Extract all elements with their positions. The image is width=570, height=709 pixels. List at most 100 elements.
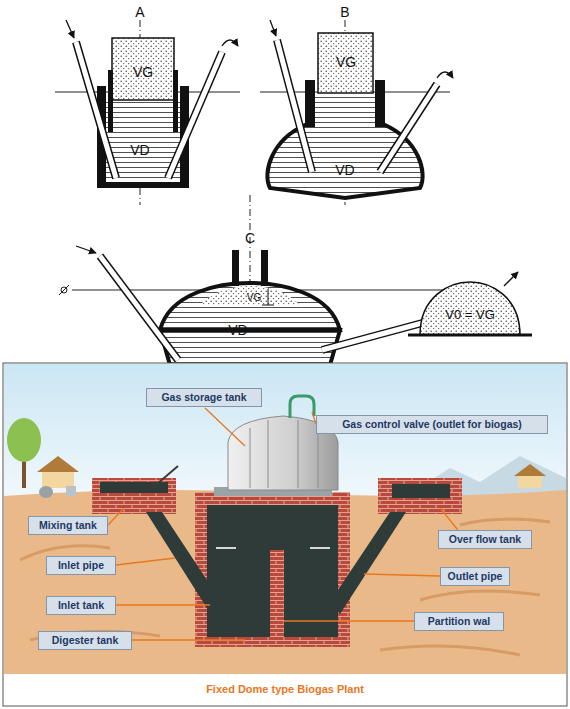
flow-arrow (270, 20, 276, 36)
sketch-label: VG (247, 292, 261, 303)
sketch-label: C (245, 230, 255, 246)
part-label: Partition wal (419, 615, 499, 628)
chimney-wall (232, 250, 239, 286)
inlet-pipe-bore (76, 42, 116, 178)
bucket (66, 486, 76, 496)
part-label: Gas control valve (outlet for biogas) (321, 418, 543, 431)
drum-wall (108, 70, 113, 132)
part-label-box: Mixing tank (28, 516, 108, 535)
leader-line (205, 408, 245, 446)
part-label-box: Gas control valve (outlet for biogas) (316, 415, 548, 434)
part-label: Over flow tank (443, 533, 527, 546)
overflow-tank-wall (378, 478, 462, 514)
flow-arrow (222, 40, 238, 46)
part-label-box: Over flow tank (438, 530, 532, 549)
outlet-pipe-bore (380, 84, 437, 172)
digester-slurry (207, 505, 338, 637)
mixing-tank-wall (92, 478, 176, 514)
ground (4, 490, 566, 674)
inlet-pipe (146, 512, 224, 616)
outlet-pipe (330, 512, 406, 614)
tree-canopy (7, 418, 41, 462)
leader-line (108, 508, 124, 525)
sketch-label: A (135, 4, 144, 20)
neck-wall (375, 80, 385, 127)
inlet-pipe (76, 42, 116, 178)
sketch-b (260, 20, 453, 205)
part-label: Inlet tank (51, 599, 111, 612)
overflow-dome (420, 282, 520, 335)
part-label: Inlet pipe (51, 559, 111, 572)
ground-symbol (59, 285, 69, 295)
sketch-label: B (340, 4, 349, 20)
slurry (315, 93, 375, 129)
outlet-pipe (168, 52, 222, 178)
inlet-pipe-bore (277, 40, 312, 172)
pot (39, 486, 53, 498)
sketch-label: VG (336, 54, 356, 70)
part-label-box: Outlet pipe (440, 567, 510, 586)
leader-line (284, 620, 414, 621)
part-label-box: Partition wal (414, 612, 504, 631)
sketch-label: V0 = VG (445, 307, 495, 322)
outlet-pipe-bore (168, 52, 222, 178)
leader-line (364, 574, 440, 576)
part-label: Outlet pipe (445, 570, 505, 583)
hut-roof (37, 456, 79, 472)
partition-wall (270, 550, 284, 637)
biogas-plant-panel (3, 363, 567, 706)
flow-arrow (66, 20, 74, 38)
dome-ribs (250, 420, 318, 488)
leader-line (440, 508, 458, 530)
sketch-label: VD (335, 162, 354, 178)
chimney-wall (261, 250, 268, 286)
leader-line (116, 558, 175, 565)
ledge (310, 547, 330, 549)
leader-line (132, 639, 245, 640)
sketch-a (55, 20, 240, 205)
sky (4, 364, 566, 504)
flow-arrow (437, 72, 453, 78)
gas-pipe (290, 396, 314, 418)
gas-space (200, 286, 300, 305)
neck-wall (305, 80, 315, 127)
gas-drum (318, 33, 373, 93)
pit-floor (97, 182, 189, 188)
stirrer (150, 466, 178, 490)
hut-roof (514, 464, 546, 476)
part-label-box: Inlet pipe (46, 556, 116, 575)
outlet-pipe (380, 84, 437, 172)
part-label-box: Digester tank (38, 631, 132, 650)
sketch-label: VG (133, 64, 153, 80)
flow-arrow (76, 246, 96, 253)
part-label-box: Gas storage tank (146, 388, 262, 407)
hut-wall (42, 470, 74, 488)
sketch-label: VD (130, 142, 149, 158)
overflow-slurry (392, 484, 450, 498)
fixed-dome (160, 283, 340, 330)
panel-frame (3, 363, 567, 706)
ledge (216, 547, 236, 549)
flow-arrow (504, 272, 518, 286)
caption: Fixed Dome type Biogas Plant (0, 683, 570, 695)
inlet-pipe (100, 256, 178, 360)
dimension-line (268, 289, 269, 305)
leader-line (116, 604, 210, 605)
leader-lines (108, 408, 458, 640)
gas-drum (112, 38, 174, 100)
drum-wall (173, 70, 178, 132)
dimension-line (262, 305, 274, 306)
inlet-pipe (277, 40, 312, 172)
sketch-label: VD (228, 322, 247, 338)
digester-wall (195, 492, 350, 647)
overflow-base (408, 334, 532, 337)
part-label: Mixing tank (33, 519, 103, 532)
hut-wall (518, 474, 542, 488)
part-label-box: Inlet tank (46, 596, 116, 615)
inlet-pipe-bore (100, 256, 178, 360)
part-label: Gas storage tank (151, 391, 257, 404)
part-label: Digester tank (43, 634, 127, 647)
